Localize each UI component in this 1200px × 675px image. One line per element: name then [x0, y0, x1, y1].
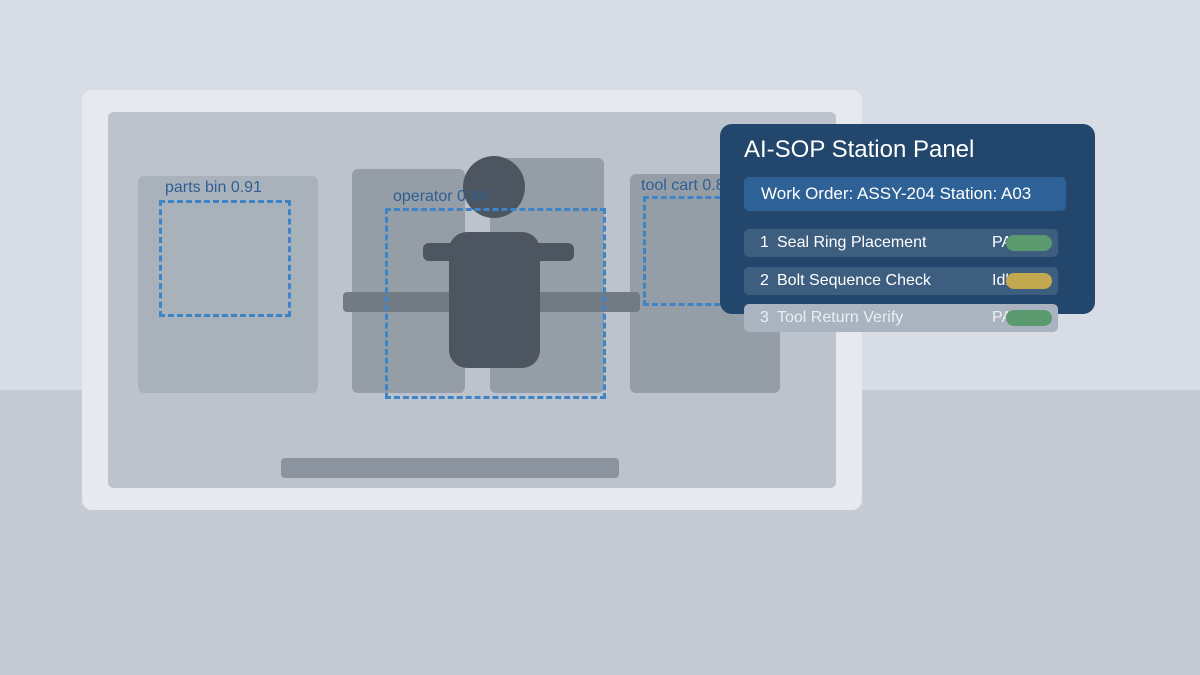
step-name: Seal Ring Placement — [777, 234, 927, 251]
sop-step-row[interactable]: 2 Bolt Sequence Check Idle — [744, 267, 1058, 295]
panel-title: AI-SOP Station Panel — [744, 136, 975, 163]
detection-label-operator: operator 0.94 — [393, 188, 489, 205]
sop-step-row[interactable]: 3 Tool Return Verify PASS — [744, 304, 1058, 332]
status-pill — [1006, 235, 1052, 251]
workstation-column-left — [352, 169, 465, 393]
operator-head — [463, 156, 525, 218]
sop-step-row[interactable]: 1 Seal Ring Placement PASS — [744, 229, 1058, 257]
step-number: 1 — [760, 234, 769, 251]
step-name: Bolt Sequence Check — [777, 272, 931, 289]
detection-box-operator — [385, 208, 606, 399]
status-pill — [1006, 310, 1052, 326]
ai-sop-station-panel: AI-SOP Station Panel Work Order: ASSY-20… — [720, 124, 1095, 314]
work-order-info: Work Order: ASSY-204 Station: A03 — [744, 177, 1066, 211]
operator-body — [449, 232, 540, 368]
status-pill — [1006, 273, 1052, 289]
step-number: 2 — [760, 272, 769, 289]
step-number: 3 — [760, 309, 769, 326]
detection-label-tool-cart: tool cart 0.88 — [641, 177, 734, 194]
video-scrub-bar[interactable] — [281, 458, 619, 478]
detection-box-parts-bin — [159, 200, 291, 317]
detection-label-parts-bin: parts bin 0.91 — [165, 179, 262, 196]
step-name: Tool Return Verify — [777, 309, 904, 326]
